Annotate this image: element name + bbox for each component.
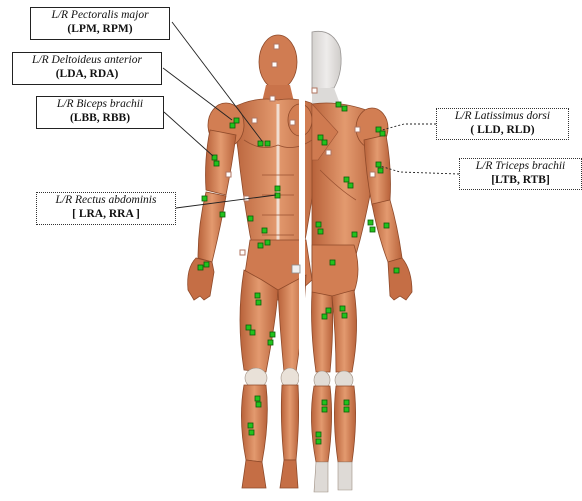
front-head	[259, 35, 297, 89]
label-rectus-abdominis: L/R Rectus abdominis [ LRA, RRA ]	[36, 192, 176, 225]
leader-latissimus	[382, 124, 436, 130]
front-left-hand	[188, 258, 214, 300]
electrode-lpm	[258, 141, 263, 146]
back-right-forearm	[372, 200, 402, 262]
front-left-lower-leg	[241, 385, 267, 462]
label-triceps-code: [LTB, RTB]	[460, 173, 581, 187]
label-deltoideus-code: (LDA, RDA)	[13, 67, 161, 81]
leader-deltoideus	[163, 68, 232, 120]
leader-biceps	[164, 112, 213, 156]
label-rectus-name: L/R Rectus abdominis	[37, 193, 175, 207]
leader-triceps	[380, 166, 459, 174]
label-pectoralis-major: L/R Pectoralis major (LPM, RPM)	[30, 7, 170, 40]
label-rectus-code: [ LRA, RRA ]	[37, 207, 175, 221]
back-left-calf	[311, 386, 331, 462]
label-deltoideus-name: L/R Deltoideus anterior	[13, 53, 161, 67]
electrode-ltb	[376, 162, 381, 167]
label-latissimus-code: ( LLD, RLD)	[437, 123, 568, 137]
front-left-forearm	[198, 192, 226, 262]
label-biceps-code: (LBB, RBB)	[37, 111, 163, 125]
label-latissimus-dorsi: L/R Latissimus dorsi ( LLD, RLD)	[436, 108, 569, 140]
back-body-figure	[311, 31, 412, 492]
electrode-lda	[230, 123, 235, 128]
front-left-upper-arm	[206, 130, 237, 195]
center-handle	[292, 265, 300, 273]
front-right-lower-leg	[281, 385, 298, 460]
back-head	[312, 31, 341, 90]
front-left-foot	[242, 460, 266, 488]
label-triceps-brachii: L/R Triceps brachii [LTB, RTB]	[459, 158, 582, 190]
back-right-thigh	[332, 290, 357, 372]
label-latissimus-name: L/R Latissimus dorsi	[437, 109, 568, 123]
label-biceps-name: L/R Biceps brachii	[37, 97, 163, 111]
back-right-calf	[334, 386, 355, 462]
back-right-hand	[388, 258, 412, 300]
label-pectoralis-name: L/R Pectoralis major	[31, 8, 169, 22]
electrode-lra	[275, 186, 280, 191]
label-pectoralis-code: (LPM, RPM)	[31, 22, 169, 36]
back-glutes	[312, 245, 358, 297]
front-right-foot	[280, 460, 298, 488]
label-biceps-brachii: L/R Biceps brachii (LBB, RBB)	[36, 96, 164, 129]
label-triceps-name: L/R Triceps brachii	[460, 159, 581, 173]
back-left-thigh	[312, 292, 333, 372]
label-deltoideus-anterior: L/R Deltoideus anterior (LDA, RDA)	[12, 52, 162, 85]
